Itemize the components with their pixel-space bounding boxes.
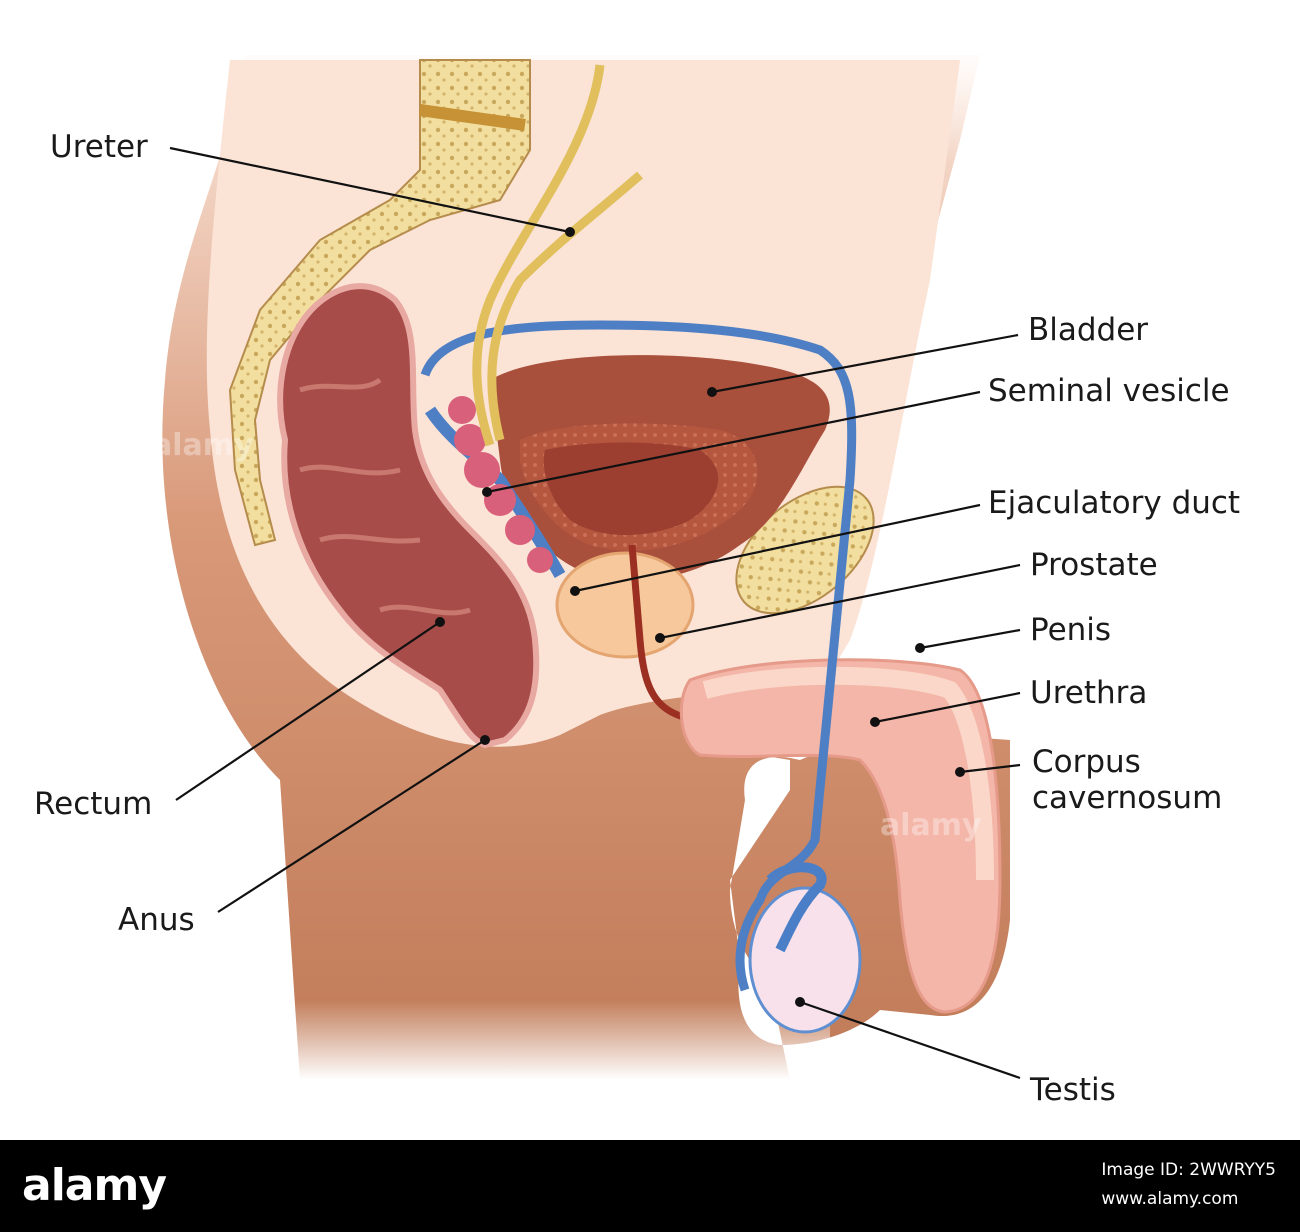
pointer-anus [480,735,490,745]
pointer-corpus-cavernosum [955,767,965,777]
pointer-rectum [435,617,445,627]
label-urethra: Urethra [1030,675,1147,711]
leader-testis [799,1000,1021,1080]
pointer-urethra [870,717,880,727]
pointer-prostate [655,633,665,643]
ureter-shape [472,64,605,447]
leader-seminal-vesicle [486,390,981,494]
label-testis: Testis [1029,1072,1116,1108]
rectum-shape [277,283,540,749]
label-penis: Penis [1030,612,1111,648]
penis-shape [679,658,1002,1014]
pointer-ureter [565,227,575,237]
prostate-shape [555,551,695,659]
leader-corpus-cavernosum [959,763,1021,774]
footer-logo: alamy [22,1160,167,1211]
leader-penis [919,628,1021,650]
watermark-2: alamy [880,808,982,843]
label-rectum: Rectum [34,786,152,822]
sacrum [228,59,531,547]
label-ejaculatory-duct: Ejaculatory duct [988,485,1240,521]
leader-ejaculatory-duct [574,503,981,593]
footer-meta: Image ID: 2WWRYY5 www.alamy.com [1101,1156,1276,1214]
stock-footer-bar: alamy Image ID: 2WWRYY5 www.alamy.com [0,1140,1300,1232]
pointer-testis [795,997,805,1007]
leader-lines [169,146,1021,1080]
bladder-shape [490,355,830,581]
label-bladder: Bladder [1028,312,1148,348]
leader-bladder [711,333,1019,394]
watermark-1: alamy [152,428,254,463]
label-ureter: Ureter [50,129,148,165]
pointer-penis [915,643,925,653]
anatomy-diagram: alamy alamy Ureter Bladder Seminal vesic… [34,40,1240,1108]
vas-deferens [420,320,857,992]
footer-site: www.alamy.com [1101,1189,1239,1209]
leader-urethra [874,691,1021,724]
label-corpus-line1: Corpus [1032,744,1141,780]
label-corpus-line2: cavernosum [1032,780,1222,816]
testis-shape [748,886,862,1034]
seminal-vesicle-shape [448,396,553,573]
leader-ureter [169,146,571,234]
leader-prostate [659,563,1021,640]
label-prostate: Prostate [1030,547,1158,583]
label-seminal-vesicle: Seminal vesicle [988,373,1230,409]
footer-image-id: Image ID: 2WWRYY5 [1101,1160,1276,1180]
pointer-seminal-vesicle [482,487,492,497]
pointer-ejaculatory-duct [570,586,580,596]
leader-anus [217,739,486,913]
pointer-bladder [707,387,717,397]
label-anus: Anus [118,902,195,938]
leader-rectum [175,621,441,801]
